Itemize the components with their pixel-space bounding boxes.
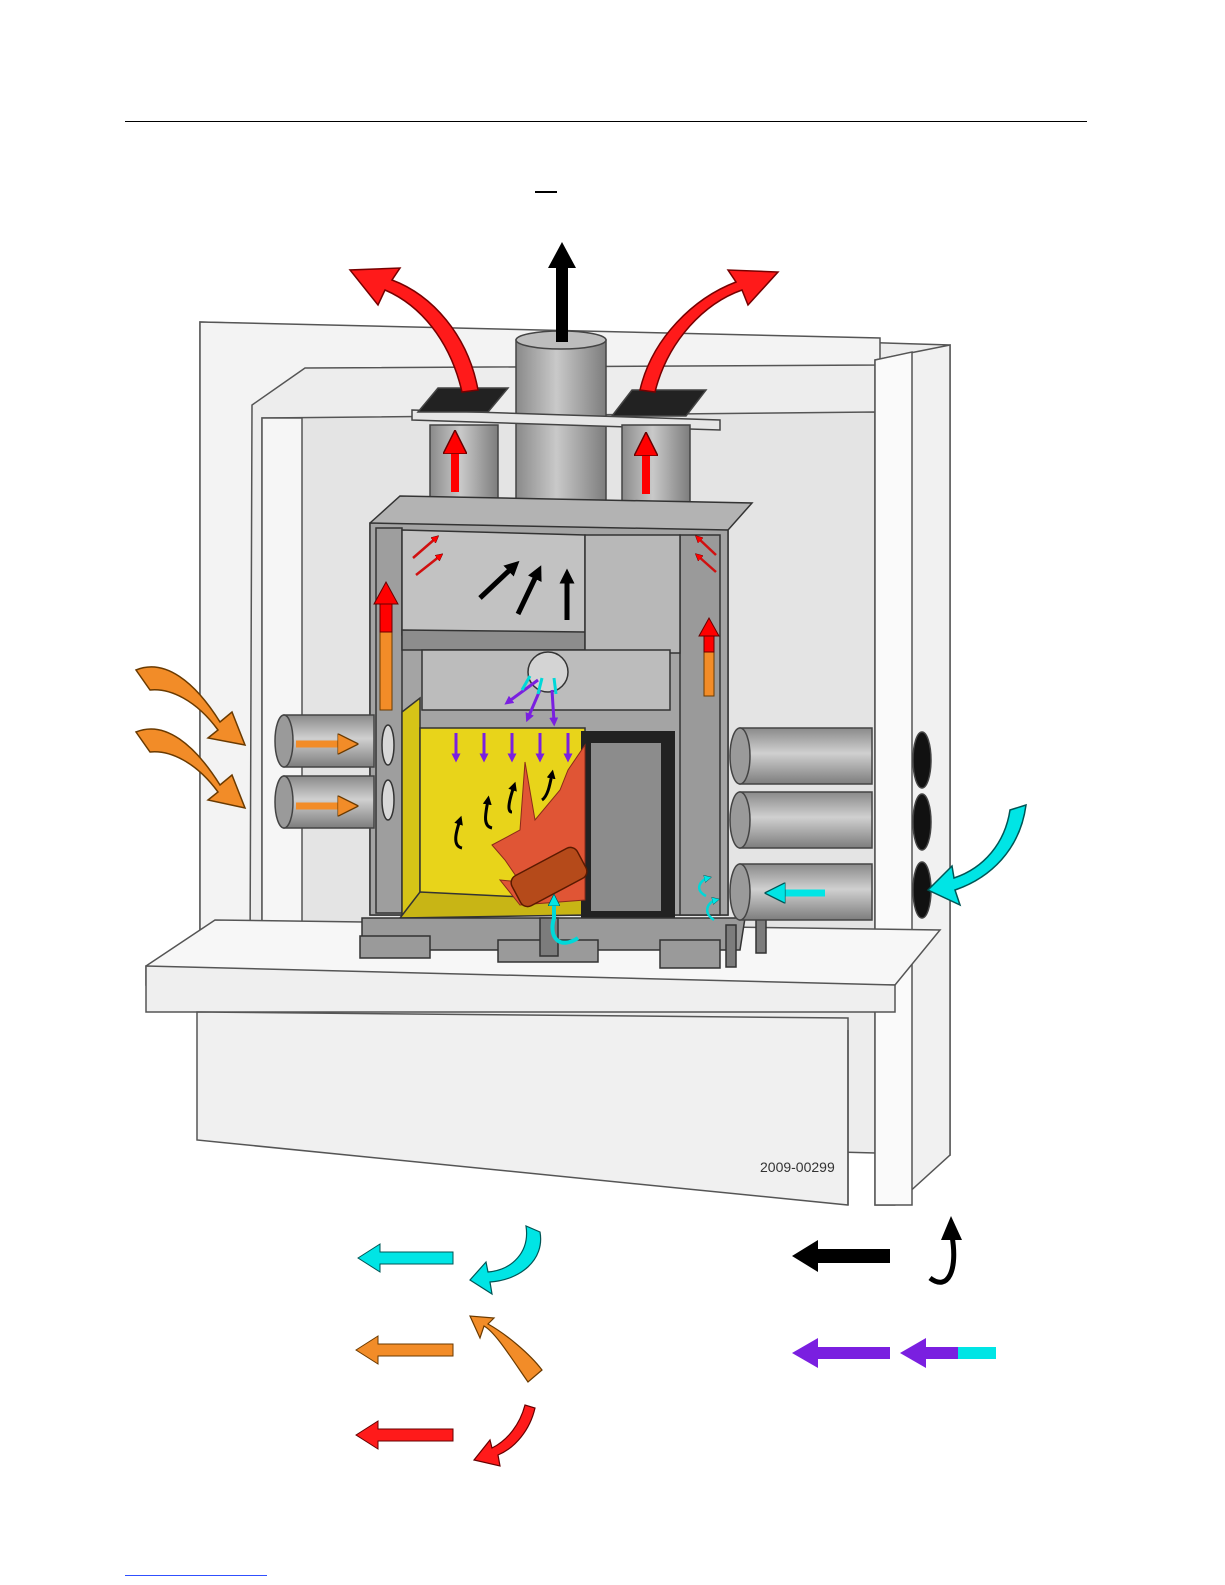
figure-id-label: 2009-00299 [760, 1159, 835, 1175]
legend-flue-gas [792, 1216, 962, 1282]
legend-convection-air-in [356, 1316, 542, 1382]
flue-gas-exit-arrow [548, 242, 576, 342]
legend-convection-air-out [356, 1405, 535, 1466]
legend-combustion-air [358, 1226, 541, 1294]
glass-door[interactable] [582, 732, 674, 924]
legend-secondary-air [792, 1338, 996, 1368]
